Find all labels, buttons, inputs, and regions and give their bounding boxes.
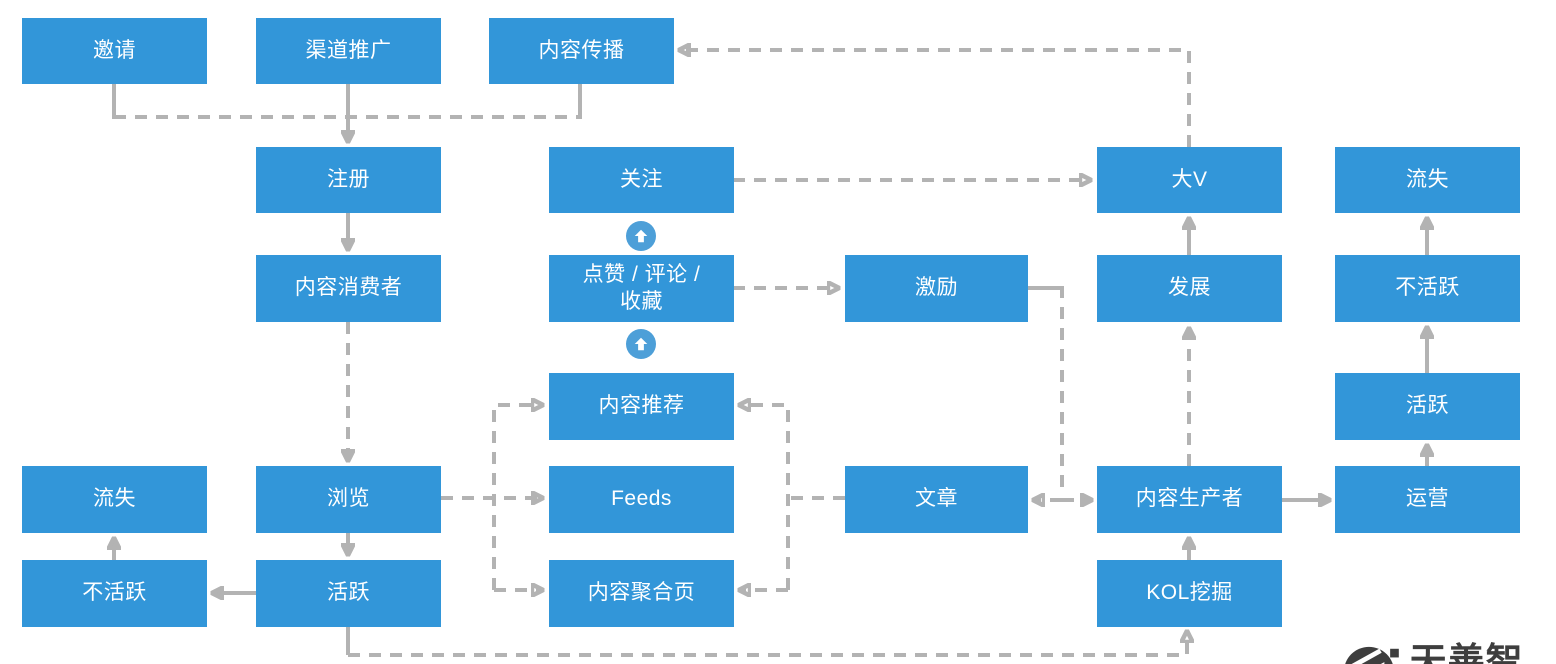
up-arrow-icon	[626, 329, 656, 359]
node-incentive: 激励	[845, 255, 1028, 322]
edge-browse-to-content-recommend	[492, 405, 541, 590]
node-article: 文章	[845, 466, 1028, 533]
node-develop: 发展	[1097, 255, 1282, 322]
node-content-consumer: 内容消费者	[256, 255, 441, 322]
node-feeds: Feeds	[549, 466, 734, 533]
edge-article-to-content-recommend	[741, 405, 790, 590]
node-follow: 关注	[549, 147, 734, 213]
node-invite: 邀请	[22, 18, 207, 84]
node-like-comment-fav: 点赞 / 评论 / 收藏	[549, 255, 734, 322]
node-churn-left: 流失	[22, 466, 207, 533]
node-inactive-left: 不活跃	[22, 560, 207, 627]
up-arrow-icon	[626, 221, 656, 251]
node-content-aggregation: 内容聚合页	[549, 560, 734, 627]
node-register: 注册	[256, 147, 441, 213]
node-channel-promo: 渠道推广	[256, 18, 441, 84]
brand-watermark: 天善智能	[1342, 640, 1556, 664]
node-operations: 运营	[1335, 466, 1520, 533]
node-content-recommend: 内容推荐	[549, 373, 734, 440]
node-active-right: 活跃	[1335, 373, 1520, 440]
edge-active-left-to-kol-mining	[348, 633, 1187, 657]
brand-logo-icon	[1345, 646, 1399, 664]
edge-big-v-to-content-spread	[681, 50, 1191, 147]
node-big-v: 大V	[1097, 147, 1282, 213]
node-churn-right: 流失	[1335, 147, 1520, 213]
node-active-left: 活跃	[256, 560, 441, 627]
node-inactive-right: 不活跃	[1335, 255, 1520, 322]
node-content-spread: 内容传播	[489, 18, 674, 84]
node-browse: 浏览	[256, 466, 441, 533]
node-kol-mining: KOL挖掘	[1097, 560, 1282, 627]
brand-name: 天善智能	[1409, 641, 1524, 664]
node-content-producer: 内容生产者	[1097, 466, 1282, 533]
